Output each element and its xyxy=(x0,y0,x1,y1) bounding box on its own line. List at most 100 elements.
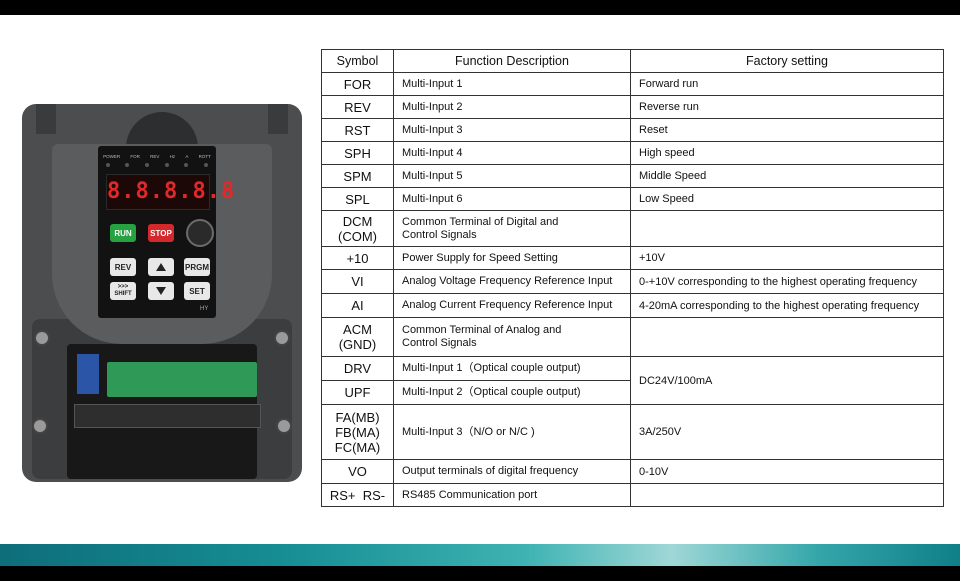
led-display: 8.8.8.8.8 xyxy=(106,174,234,210)
function-cell: Multi-Input 3（N/O or N/C ) xyxy=(393,404,631,460)
black-terminal-block xyxy=(74,404,261,428)
table-row: DCM (COM) Common Terminal of Digital and… xyxy=(321,210,944,247)
symbol-cell: DRV xyxy=(321,356,394,381)
header-symbol: Symbol xyxy=(321,49,394,73)
down-arrow-icon xyxy=(156,287,166,295)
table-row: VI Analog Voltage Frequency Reference In… xyxy=(321,269,944,294)
table-row: SPL Multi-Input 6 Low Speed xyxy=(321,187,944,211)
table-row: AI Analog Current Frequency Reference In… xyxy=(321,293,944,318)
factory-cell: Reverse run xyxy=(630,95,944,119)
symbol-cell: UPF xyxy=(321,380,394,405)
function-cell: Multi-Input 3 xyxy=(393,118,631,142)
screw-icon xyxy=(34,330,50,346)
function-cell: Multi-Input 5 xyxy=(393,164,631,188)
screw-icon xyxy=(274,330,290,346)
factory-cell: +10V xyxy=(630,246,944,270)
green-terminal-block xyxy=(107,362,257,397)
run-button: RUN xyxy=(110,224,136,242)
device-mount-tab-left xyxy=(36,104,56,134)
set-button: SET xyxy=(184,282,210,300)
table-row: RST Multi-Input 3 Reset xyxy=(321,118,944,142)
top-black-bar xyxy=(0,0,960,15)
table-row: SPM Multi-Input 5 Middle Speed xyxy=(321,164,944,188)
factory-cell: Forward run xyxy=(630,72,944,96)
factory-cell: Reset xyxy=(630,118,944,142)
indicator-rott: ROTT xyxy=(198,154,211,159)
symbol-cell: VI xyxy=(321,269,394,294)
symbol-cell: SPH xyxy=(321,141,394,165)
indicator-a: A xyxy=(185,154,189,159)
rev-button: REV xyxy=(110,258,136,276)
symbol-cell: VO xyxy=(321,459,394,484)
factory-cell xyxy=(630,210,944,247)
brand-label: HY xyxy=(200,306,209,312)
screw-icon xyxy=(32,418,48,434)
up-arrow-icon xyxy=(156,263,166,271)
symbol-cell: FA(MB) FB(MA) FC(MA) xyxy=(321,404,394,460)
factory-cell: 4-20mA corresponding to the highest oper… xyxy=(630,293,944,318)
teal-gradient-band xyxy=(0,544,960,566)
factory-cell: 0-+10V corresponding to the highest oper… xyxy=(630,269,944,294)
function-cell: Common Terminal of Digital and Control S… xyxy=(393,210,631,247)
symbol-cell: ACM (GND) xyxy=(321,317,394,357)
symbol-cell: REV xyxy=(321,95,394,119)
symbol-cell: RST xyxy=(321,118,394,142)
prgm-button: PRGM xyxy=(184,258,210,276)
function-cell: Multi-Input 2（Optical couple output) xyxy=(393,380,631,405)
symbol-cell: FOR xyxy=(321,72,394,96)
table-header-row: Symbol Function Description Factory sett… xyxy=(321,49,944,73)
header-function: Function Description xyxy=(393,49,631,73)
factory-cell: Middle Speed xyxy=(630,164,944,188)
device-mount-tab-right xyxy=(268,104,288,134)
shift-arrows: >>> xyxy=(117,284,129,290)
shift-button: >>> SHIFT xyxy=(110,282,136,300)
symbol-cell: AI xyxy=(321,293,394,318)
header-factory: Factory setting xyxy=(630,49,944,73)
table-row: REV Multi-Input 2 Reverse run xyxy=(321,95,944,119)
function-cell: Analog Voltage Frequency Reference Input xyxy=(393,269,631,294)
indicator-power: POWER xyxy=(103,154,121,159)
function-cell: Multi-Input 1（Optical couple output) xyxy=(393,356,631,381)
factory-cell: High speed xyxy=(630,141,944,165)
inverter-device-image: POWER FOR REV Hz A ROTT 8.8.8.8.8 RUN ST… xyxy=(22,104,302,482)
factory-cell: DC24V/100mA xyxy=(630,356,944,405)
table-row: +10 Power Supply for Speed Setting +10V xyxy=(321,246,944,270)
symbol-cell: RS+ RS- xyxy=(321,483,394,507)
table-row: FA(MB) FB(MA) FC(MA) Multi-Input 3（N/O o… xyxy=(321,404,944,460)
function-cell: Analog Current Frequency Reference Input xyxy=(393,293,631,318)
table-row: DRV Multi-Input 1（Optical couple output)… xyxy=(321,356,944,405)
indicator-labels: POWER FOR REV Hz A ROTT xyxy=(98,154,216,159)
function-cell: Multi-Input 4 xyxy=(393,141,631,165)
table-row: VO Output terminals of digital frequency… xyxy=(321,459,944,484)
function-cell: Multi-Input 6 xyxy=(393,187,631,211)
indicator-for: FOR xyxy=(130,154,140,159)
function-cell: Multi-Input 1 xyxy=(393,72,631,96)
factory-cell xyxy=(630,317,944,357)
function-cell: RS485 Communication port xyxy=(393,483,631,507)
symbol-cell: DCM (COM) xyxy=(321,210,394,247)
control-panel: POWER FOR REV Hz A ROTT 8.8.8.8.8 RUN ST… xyxy=(98,146,234,318)
down-arrow-button xyxy=(148,282,174,300)
table-row: FOR Multi-Input 1 Forward run xyxy=(321,72,944,96)
indicator-leds xyxy=(98,163,216,167)
up-arrow-button xyxy=(148,258,174,276)
factory-cell: 3A/250V xyxy=(630,404,944,460)
shift-label: SHIFT xyxy=(114,291,132,297)
stop-button: STOP xyxy=(148,224,174,242)
symbol-cell: SPL xyxy=(321,187,394,211)
factory-cell xyxy=(630,483,944,507)
table-row: RS+ RS- RS485 Communication port xyxy=(321,483,944,507)
factory-cell: 0-10V xyxy=(630,459,944,484)
function-cell: Power Supply for Speed Setting xyxy=(393,246,631,270)
table-row: SPH Multi-Input 4 High speed xyxy=(321,141,944,165)
factory-cell: Low Speed xyxy=(630,187,944,211)
function-cell: Common Terminal of Analog and Control Si… xyxy=(393,317,631,357)
screw-icon xyxy=(276,418,292,434)
relay-block xyxy=(77,354,99,394)
function-cell: Multi-Input 2 xyxy=(393,95,631,119)
symbol-cell: SPM xyxy=(321,164,394,188)
terminal-function-table: Symbol Function Description Factory sett… xyxy=(321,49,944,507)
bottom-black-bar xyxy=(0,566,960,581)
table-row: ACM (GND) Common Terminal of Analog and … xyxy=(321,317,944,357)
function-cell: Output terminals of digital frequency xyxy=(393,459,631,484)
